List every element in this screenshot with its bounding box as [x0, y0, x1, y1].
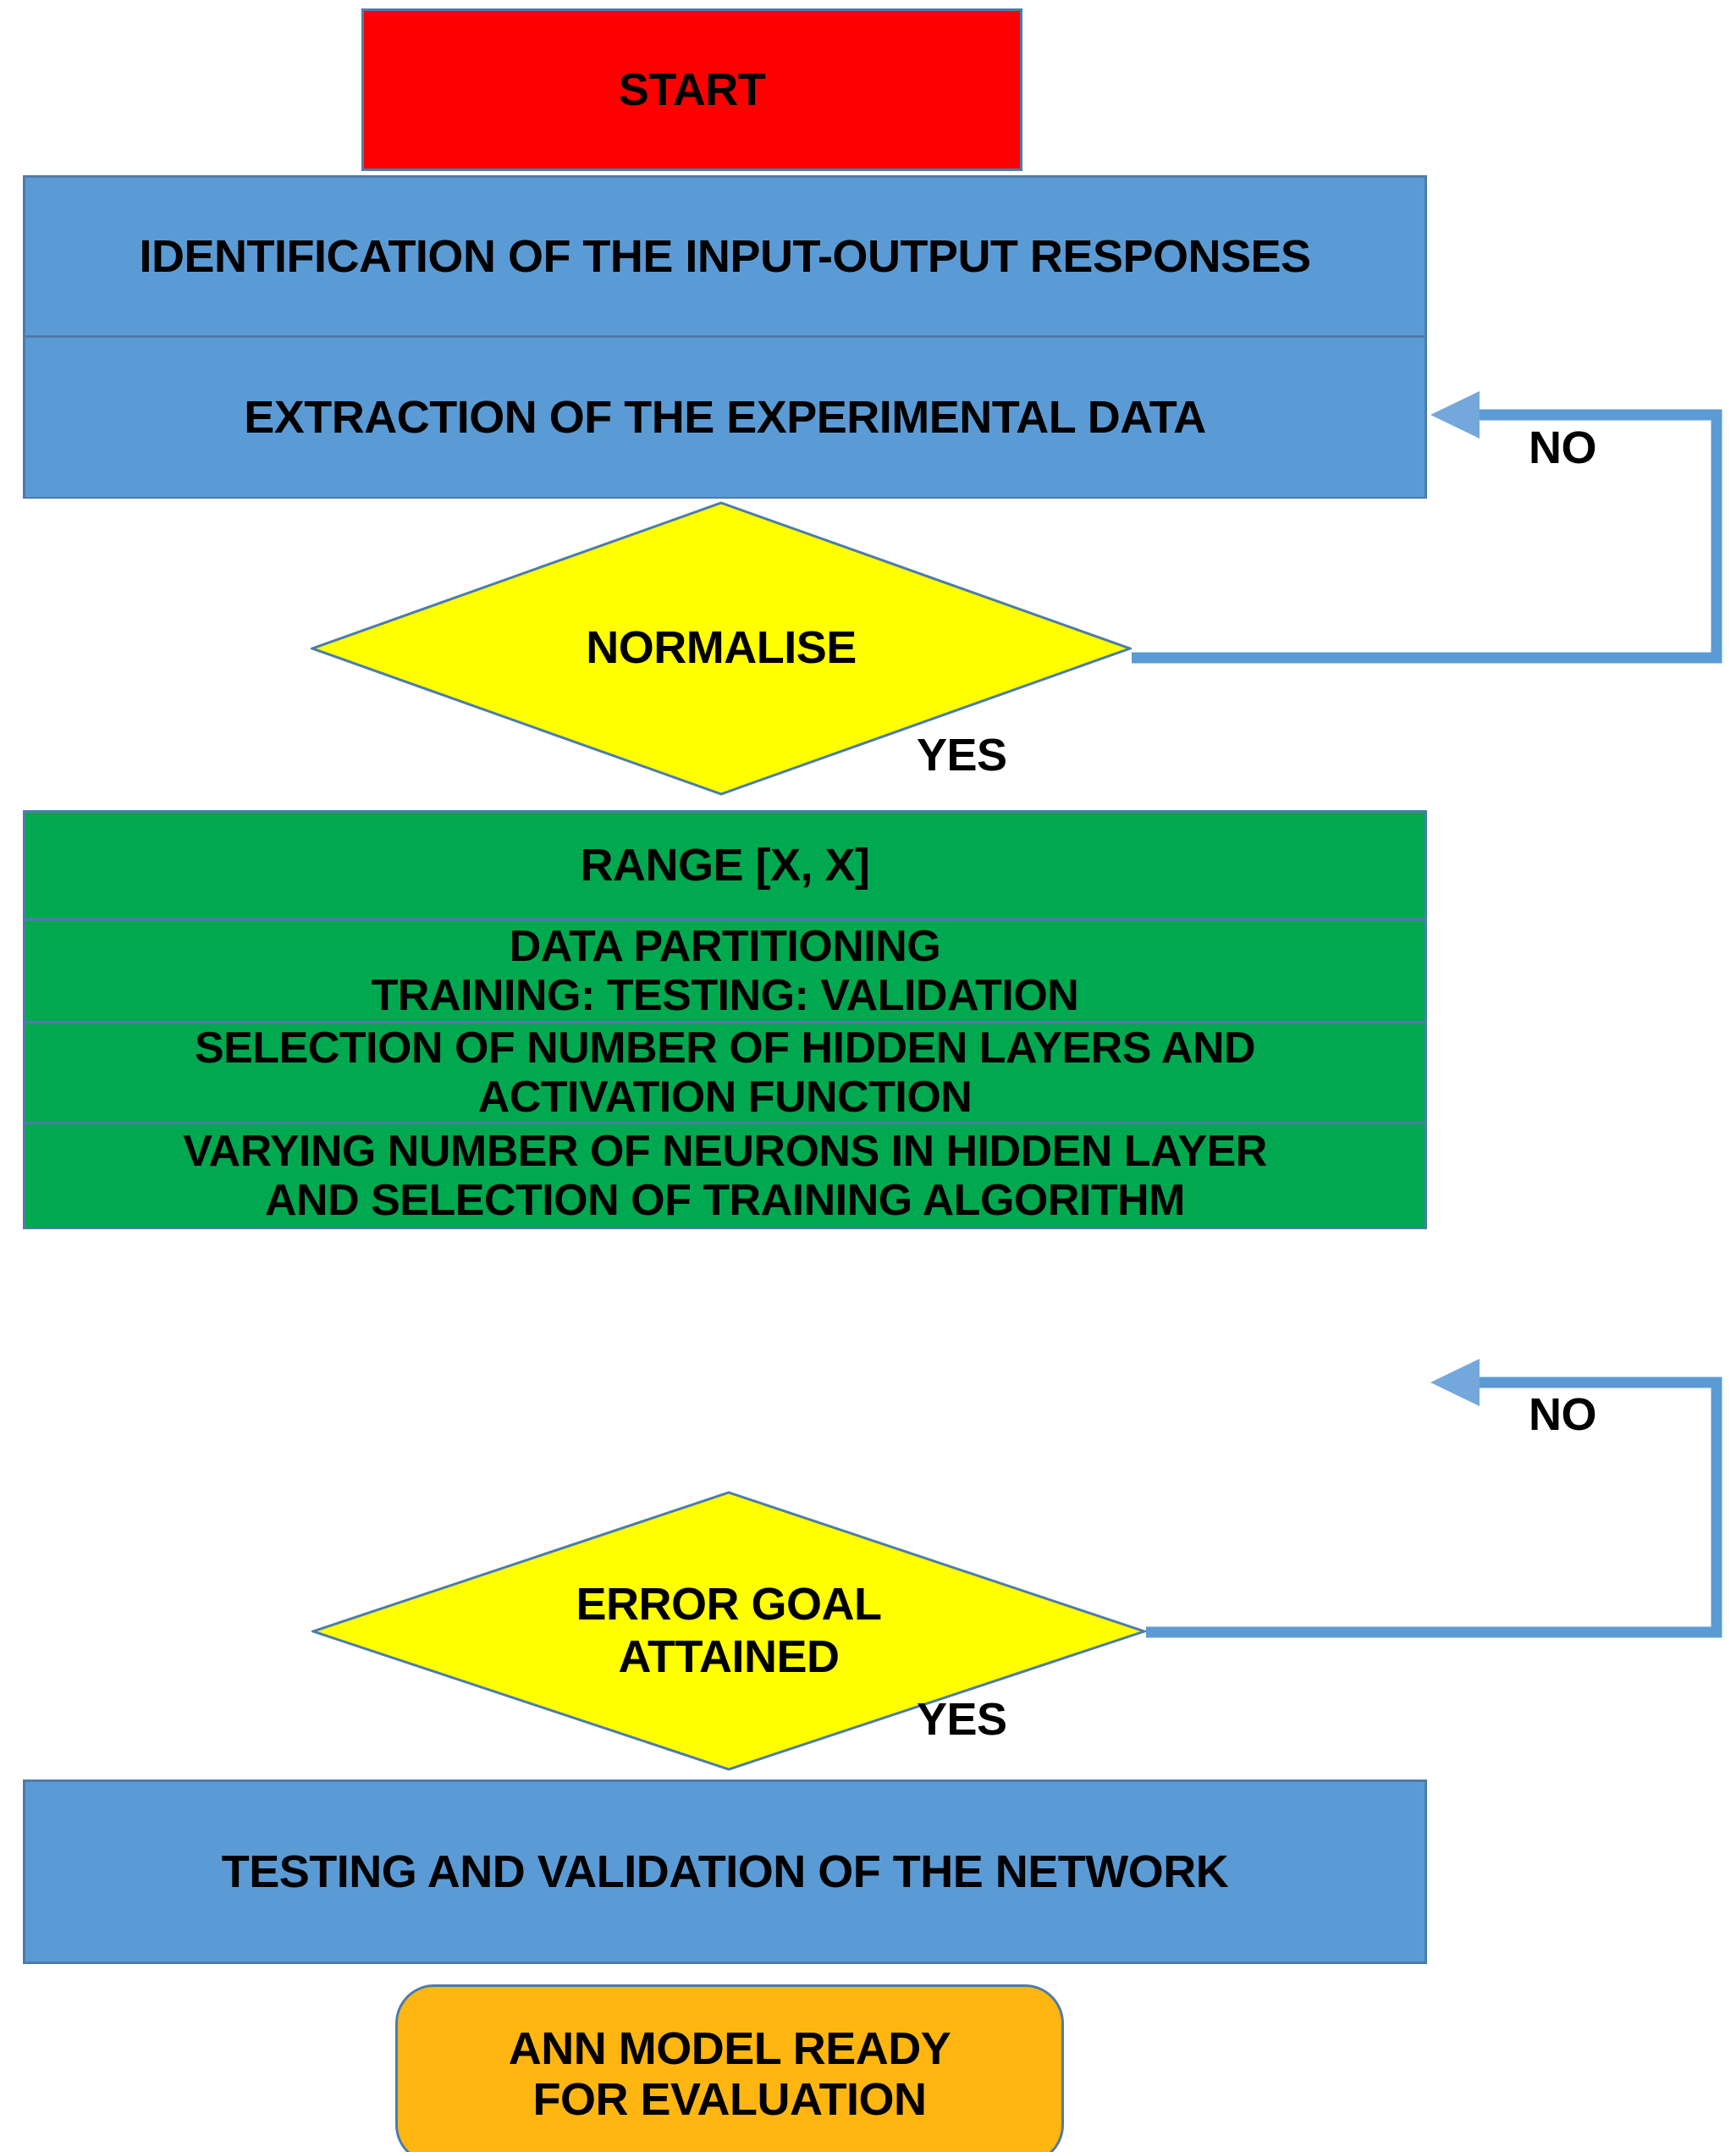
node-ann-model-ready[interactable]: ANN MODEL READY FOR EVALUATION: [395, 1984, 1064, 2152]
edge-label-error-goal-no: NO: [1529, 1389, 1597, 1440]
node-extraction-of-experimental-data[interactable]: EXTRACTION OF THE EXPERIMENTAL DATA: [23, 336, 1427, 499]
node-identification-of-input-output-responses[interactable]: IDENTIFICATION OF THE INPUT-OUTPUT RESPO…: [23, 175, 1427, 338]
edge-label-error-goal-yes: YES: [917, 1694, 1007, 1745]
node-error-goal-decision[interactable]: ERROR GOAL ATTAINED: [311, 1491, 1146, 1771]
node-varying-neurons[interactable]: VARYING NUMBER OF NEURONS IN HIDDEN LAYE…: [23, 1123, 1427, 1229]
node-hidden-layers-selection[interactable]: SELECTION OF NUMBER OF HIDDEN LAYERS AND…: [23, 1022, 1427, 1123]
diamond-shape: [311, 501, 1132, 796]
node-start[interactable]: START: [361, 8, 1022, 171]
node-testing-and-validation[interactable]: TESTING AND VALIDATION OF THE NETWORK: [23, 1780, 1427, 1964]
node-normalise-decision[interactable]: NORMALISE: [311, 501, 1132, 796]
node-range[interactable]: RANGE [X, X]: [23, 810, 1427, 920]
edge-label-normalise-yes: YES: [917, 730, 1007, 781]
node-data-partitioning[interactable]: DATA PARTITIONING TRAINING: TESTING: VAL…: [23, 919, 1427, 1023]
error-goal-no-connector: [1146, 1359, 1722, 1638]
diamond-shape: [311, 1491, 1146, 1771]
edge-label-normalise-no: NO: [1529, 422, 1597, 473]
